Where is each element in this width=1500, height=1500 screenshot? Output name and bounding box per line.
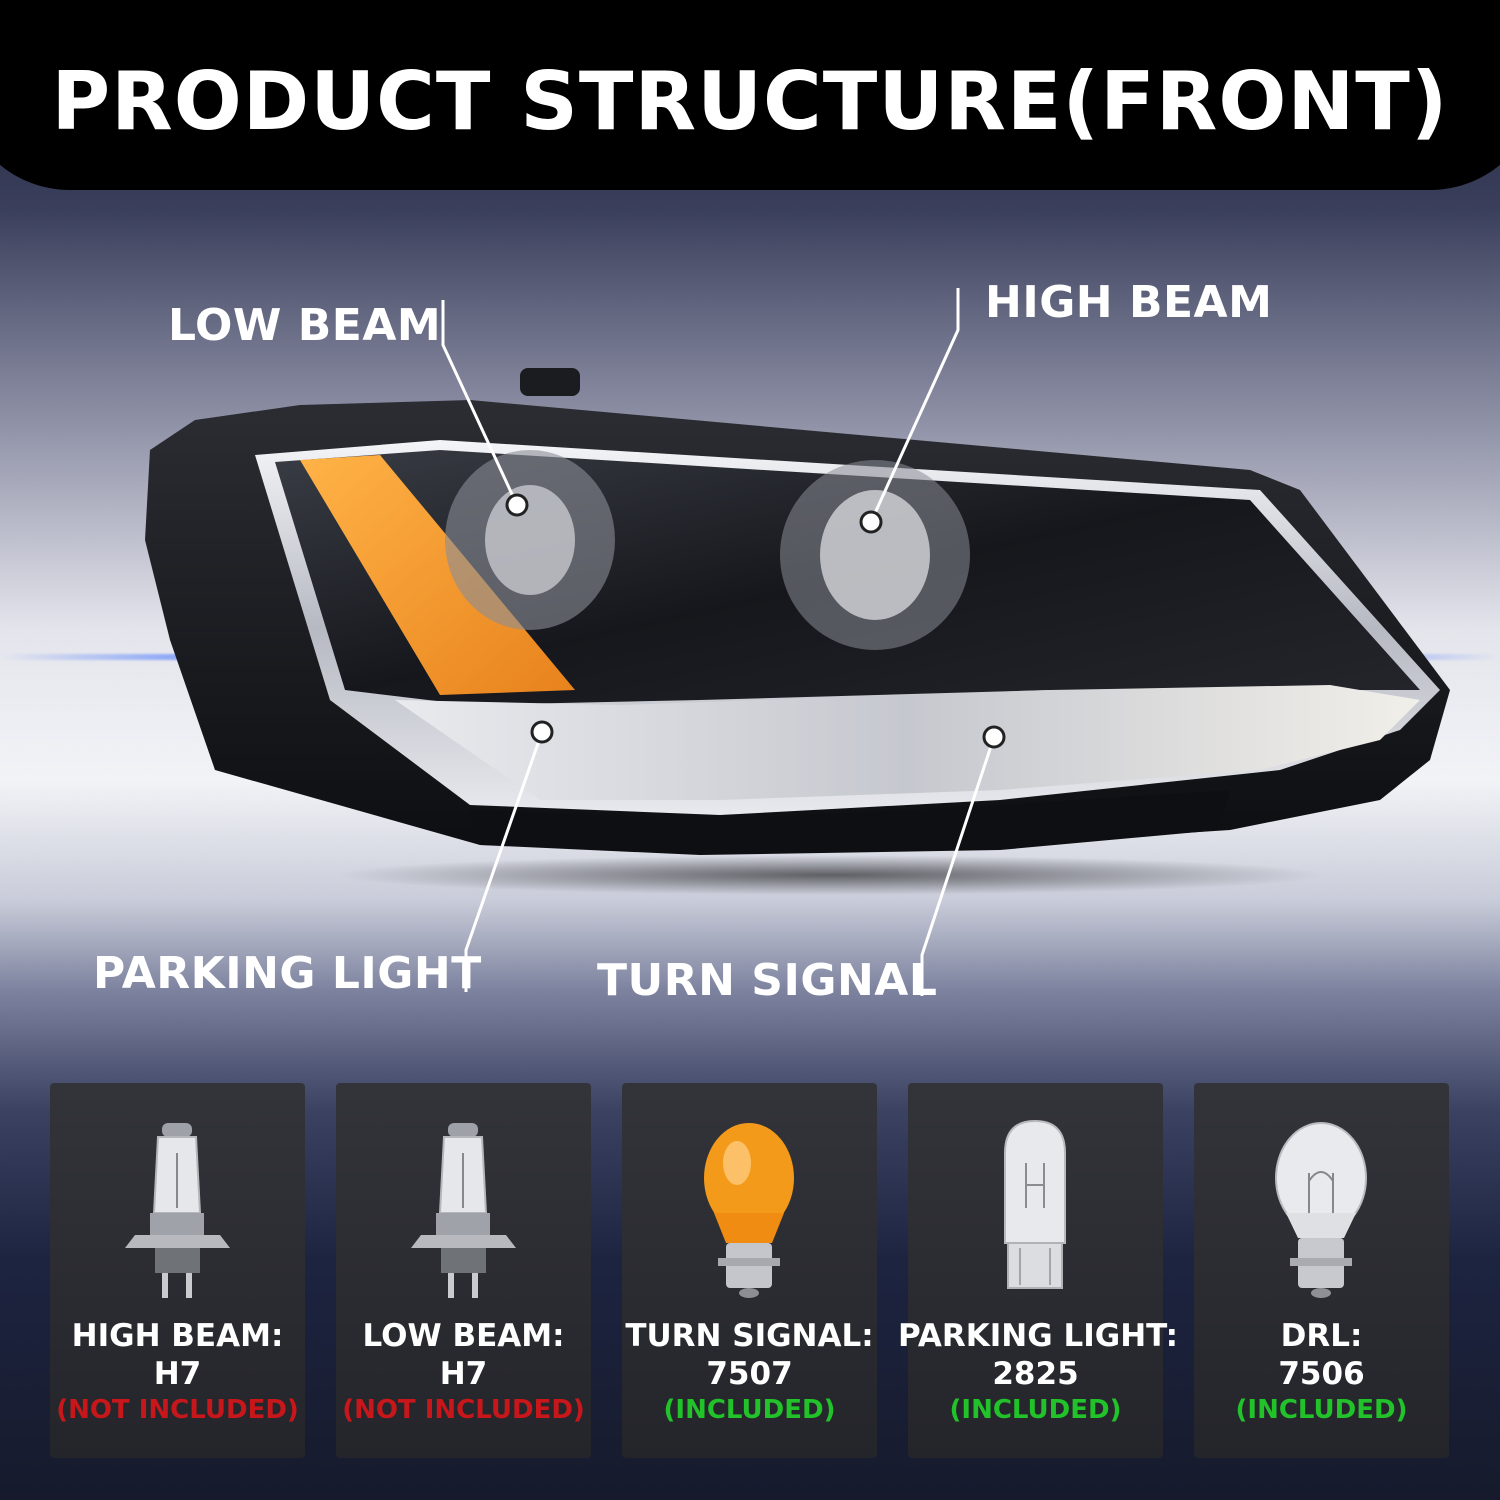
low-beam-marker bbox=[505, 493, 529, 517]
bulb-code: H7 bbox=[439, 1356, 488, 1392]
bottom-trim bbox=[470, 790, 1230, 855]
high-beam-marker bbox=[859, 510, 883, 534]
headlight-illustration bbox=[145, 288, 1450, 996]
bulb-name: LOW BEAM: bbox=[362, 1318, 565, 1354]
bulb-status: (INCLUDED) bbox=[663, 1395, 836, 1425]
bulb-card-parking-light: PARKING LIGHT: 2825 (INCLUDED) bbox=[898, 1083, 1178, 1458]
low-beam-callout-line bbox=[441, 300, 519, 506]
bulb-name: PARKING LIGHT: bbox=[898, 1318, 1178, 1354]
callout-high-beam: HIGH BEAM bbox=[985, 277, 1273, 328]
h7-halogen-bulb-icon bbox=[336, 1113, 591, 1338]
bulb-code: 7507 bbox=[706, 1356, 793, 1392]
bulb-card-low-beam: LOW BEAM: H7 (NOT INCLUDED) bbox=[336, 1083, 591, 1458]
bulb-name: DRL: bbox=[1280, 1318, 1363, 1354]
amber-bayonet-bulb-icon bbox=[622, 1113, 877, 1338]
wedge-bulb-icon bbox=[908, 1113, 1163, 1338]
bulb-status: (NOT INCLUDED) bbox=[342, 1395, 585, 1425]
callout-turn-signal: TURN SIGNAL bbox=[597, 955, 938, 1006]
amber-reflector bbox=[300, 455, 575, 695]
parking-light-callout-line bbox=[464, 731, 544, 992]
callout-parking-light: PARKING LIGHT bbox=[93, 948, 482, 999]
bulb-status: (INCLUDED) bbox=[1235, 1395, 1408, 1425]
page-title: PRODUCT STRUCTURE(FRONT) bbox=[51, 55, 1449, 148]
high-beam-callout-line bbox=[869, 288, 960, 523]
bulb-status: (INCLUDED) bbox=[949, 1395, 1122, 1425]
callout-low-beam: LOW BEAM bbox=[168, 300, 442, 351]
h7-halogen-bulb-icon bbox=[50, 1113, 305, 1338]
adjuster-cap bbox=[520, 368, 580, 396]
bulb-card-high-beam: HIGH BEAM: H7 (NOT INCLUDED) bbox=[50, 1083, 305, 1458]
bulb-code: 7506 bbox=[1278, 1356, 1365, 1392]
bulb-status: (NOT INCLUDED) bbox=[56, 1395, 299, 1425]
bulb-card-turn-signal: TURN SIGNAL: 7507 (INCLUDED) bbox=[622, 1083, 877, 1458]
bulb-name: HIGH BEAM: bbox=[71, 1318, 284, 1354]
bulb-code: 2825 bbox=[992, 1356, 1079, 1392]
clear-bayonet-bulb-icon bbox=[1194, 1113, 1449, 1338]
lower-clear-lens bbox=[395, 685, 1420, 800]
parking-light-marker bbox=[530, 720, 554, 744]
title-banner bbox=[0, 0, 1500, 190]
bulb-name: TURN SIGNAL: bbox=[625, 1318, 874, 1354]
turn-signal-callout-line bbox=[920, 736, 996, 996]
bulb-card-drl: DRL: 7506 (INCLUDED) bbox=[1194, 1083, 1449, 1458]
turn-signal-marker bbox=[982, 725, 1006, 749]
bulb-code: H7 bbox=[153, 1356, 202, 1392]
